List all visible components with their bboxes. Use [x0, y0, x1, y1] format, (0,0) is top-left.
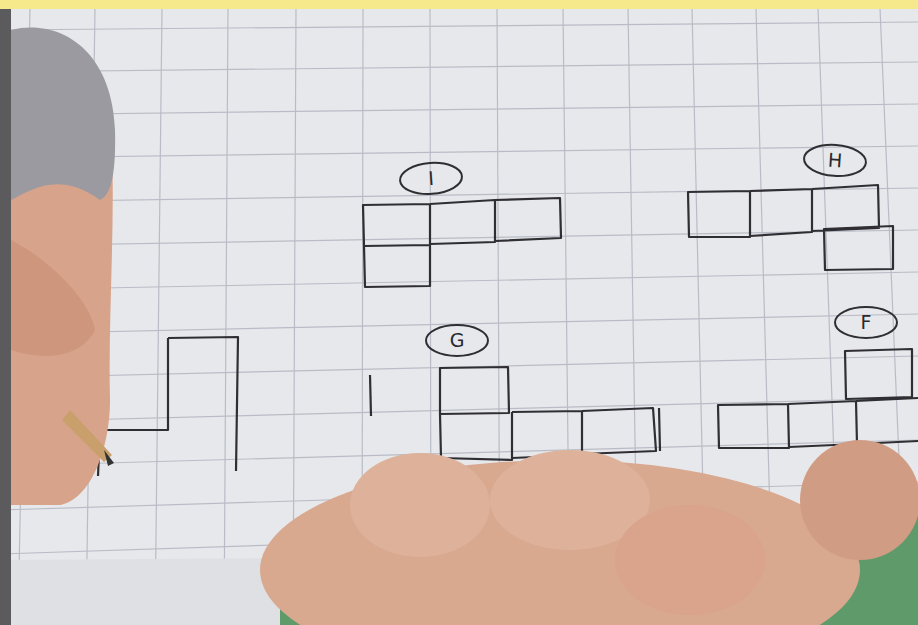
- letter-label: F: [861, 312, 872, 333]
- letter-label: I: [427, 167, 434, 188]
- letter-label: H: [827, 149, 843, 171]
- hand-left: [11, 28, 115, 505]
- pencil-shapes: [98, 185, 918, 476]
- circled-letter: G: [424, 323, 490, 358]
- left-edge: [0, 9, 11, 625]
- letter-label: G: [450, 330, 465, 351]
- top-band: [0, 0, 918, 9]
- paper-edge: [0, 558, 280, 625]
- circled-letter: H: [801, 140, 869, 179]
- circled-letter: F: [833, 305, 899, 340]
- hand-bottom: [260, 440, 918, 625]
- circled-letter: I: [397, 158, 465, 197]
